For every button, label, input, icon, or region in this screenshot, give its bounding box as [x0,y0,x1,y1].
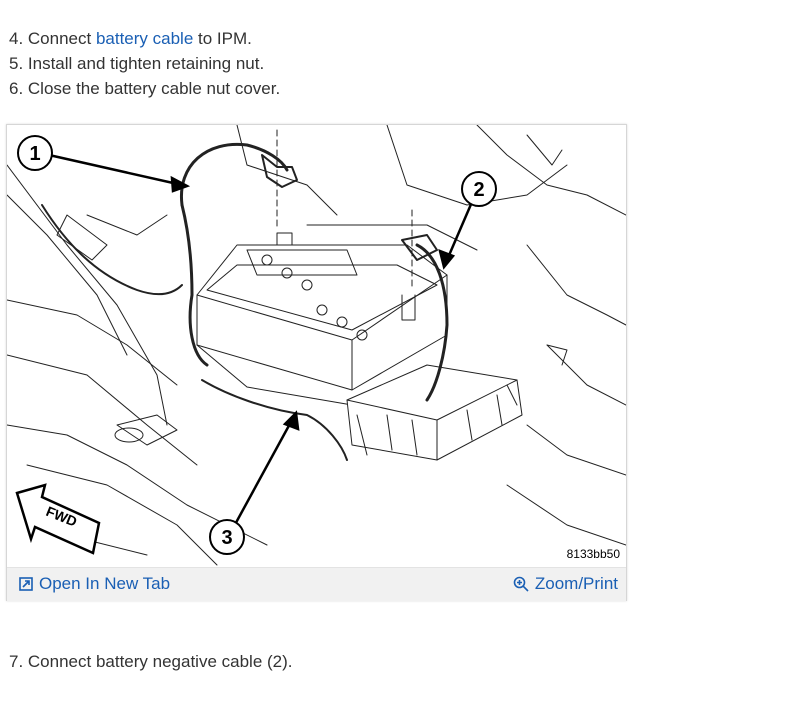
callout-1-label: 1 [29,143,40,165]
magnifier-plus-icon [513,576,529,592]
step-4-prefix: 4. Connect [9,29,96,48]
zoom-print-button[interactable]: Zoom/Print [513,574,618,594]
figure-code: 8133bb50 [567,547,621,561]
battery-diagram-figure: 1 2 3 FWD 8133bb50 Open In New Tab [6,124,627,601]
fwd-arrow-icon: FWD [15,483,101,555]
step-4-suffix: to IPM. [193,29,252,48]
zoom-print-label: Zoom/Print [534,574,618,593]
battery-cable-link[interactable]: battery cable [95,29,194,48]
callout-3-label: 3 [221,527,232,549]
figure-toolbar: Open In New Tab Zoom/Print [7,567,626,601]
step-6: 6. Close the battery cable nut cover. [9,79,281,98]
instruction-steps: 4. Connect battery cable to IPM. 5. Inst… [9,26,280,101]
callout-2: 2 [461,171,497,207]
step-4: 4. Connect battery cable to IPM. [9,26,280,51]
callout-3: 3 [209,519,245,555]
open-in-new-tab-label: Open In New Tab [39,574,171,593]
callout-2-label: 2 [473,179,484,201]
step-5: 5. Install and tighten retaining nut. [9,54,265,73]
open-in-new-tab-button[interactable]: Open In New Tab [19,574,170,594]
battery-installation-diagram: 1 2 3 FWD 8133bb50 [7,125,626,566]
callout-1: 1 [17,135,53,171]
step-7: 7. Connect battery negative cable (2). [9,652,293,671]
open-in-new-tab-icon [19,577,33,591]
